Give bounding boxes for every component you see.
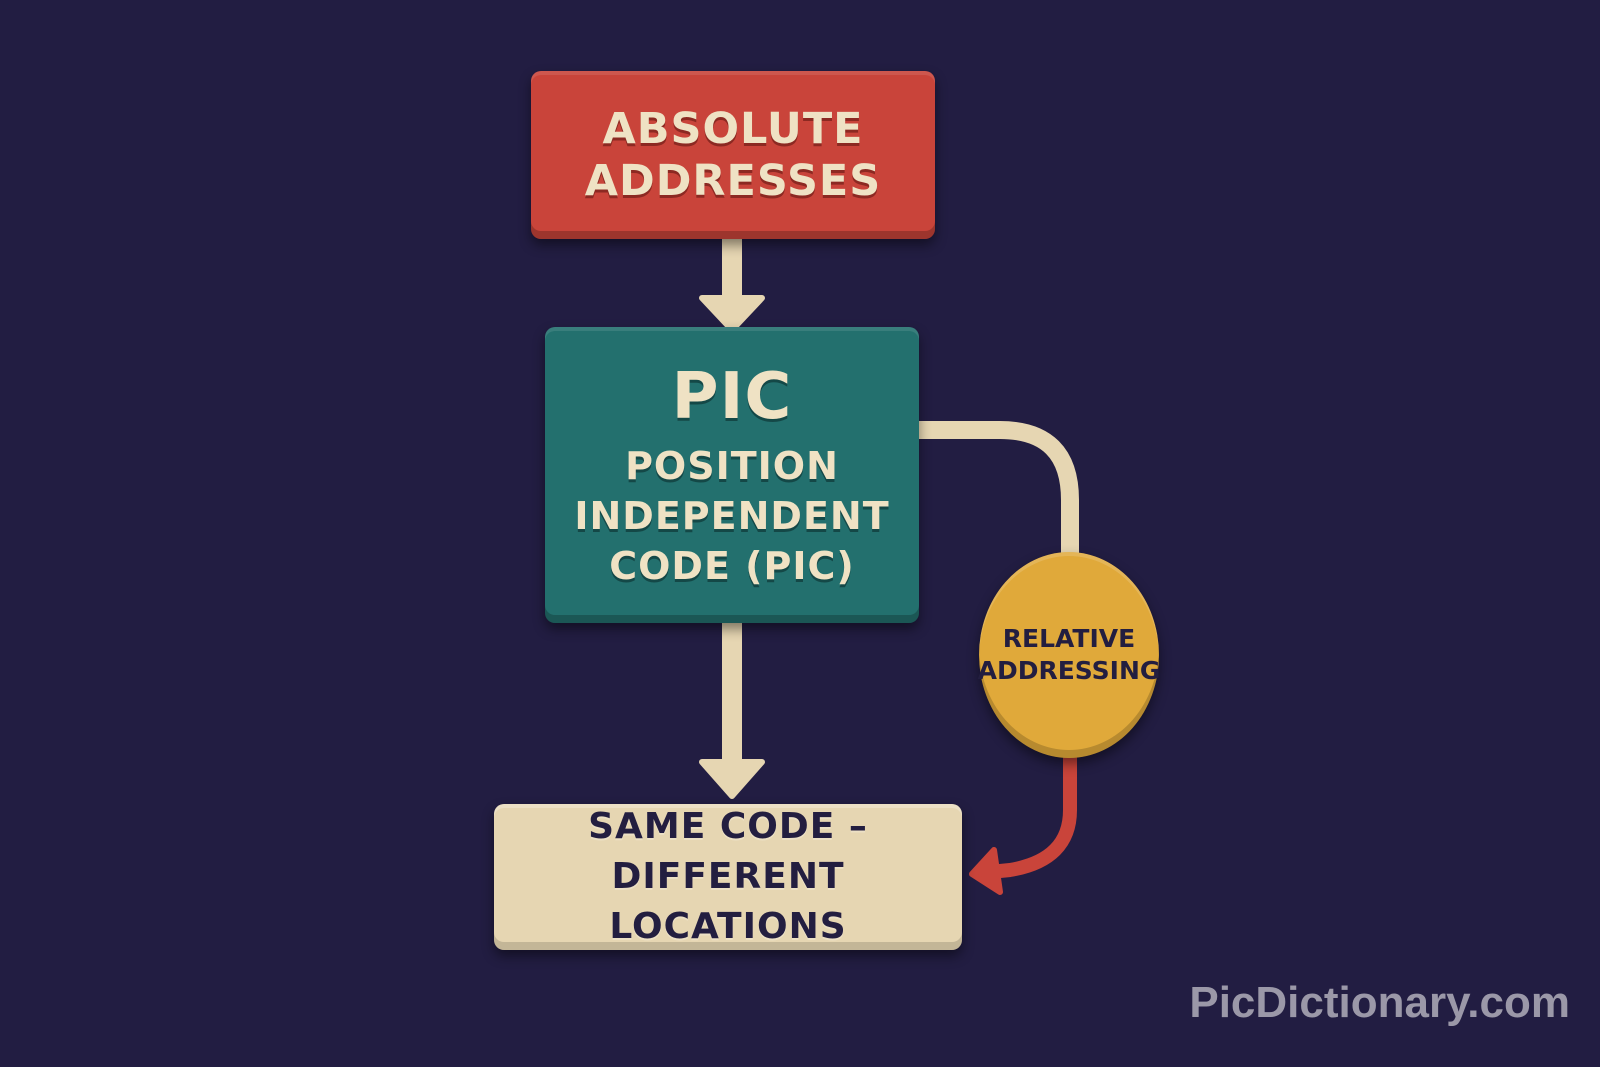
watermark: PicDictionary.com: [1189, 978, 1570, 1027]
arrow-relative-to-same: [969, 749, 1077, 895]
node-relative-line-2: ADDRESSING: [977, 656, 1161, 685]
node-pic-line-1: POSITION: [625, 444, 839, 488]
node-pic-line-2: INDEPENDENT: [574, 494, 890, 538]
node-relative-line-1: RELATIVE: [1002, 624, 1136, 653]
node-same-line-1: SAME CODE –: [588, 806, 868, 847]
node-same-line-2: DIFFERENT LOCATIONS: [609, 856, 847, 947]
arrow-absolute-to-pic: [699, 238, 765, 333]
node-pic: PIC POSITION INDEPENDENT CODE (PIC): [545, 327, 919, 623]
node-absolute-line-1: ABSOLUTE: [602, 104, 864, 154]
arrow-pic-to-same: [699, 622, 765, 799]
node-same-code: SAME CODE – DIFFERENT LOCATIONS: [494, 804, 962, 950]
node-absolute-line-2: ADDRESSES: [584, 156, 882, 206]
connector-pic-to-relative: [918, 421, 1079, 556]
node-relative-addressing: RELATIVE ADDRESSING: [977, 552, 1161, 758]
node-absolute-addresses: ABSOLUTE ADDRESSES: [531, 71, 935, 239]
node-pic-title: PIC: [671, 360, 793, 434]
node-pic-line-3: CODE (PIC): [609, 544, 855, 588]
